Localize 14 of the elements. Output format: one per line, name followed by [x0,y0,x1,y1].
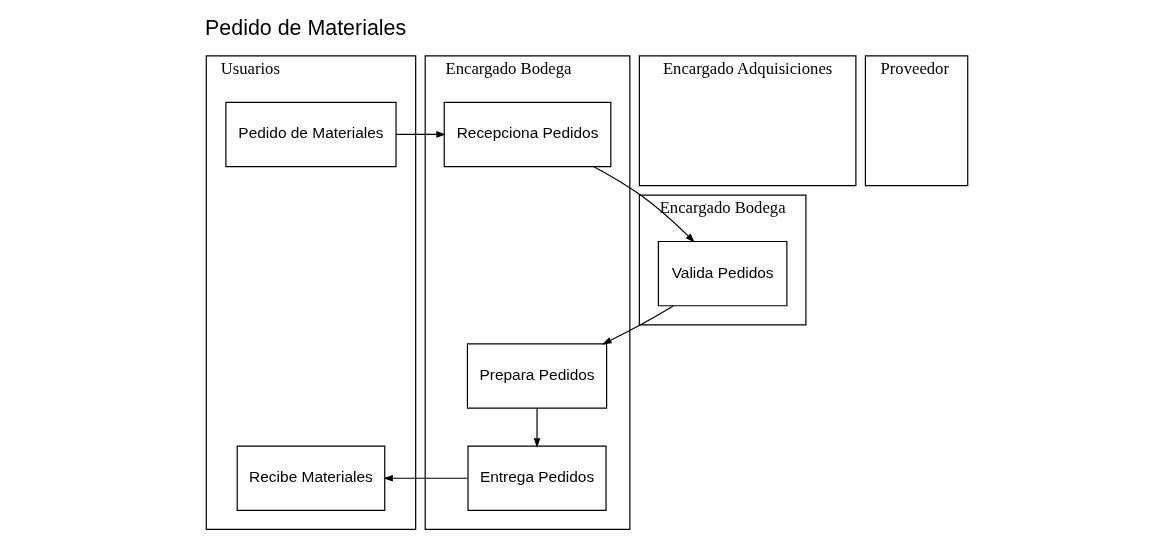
arrow [601,305,674,345]
node-box: Recibe Materiales [236,445,385,511]
node-box: Pedido de Materiales [224,101,397,168]
arrow [592,166,695,243]
node-box: Entrega Pedidos [466,445,607,511]
node-box: Encargado Adquisiciones [638,55,856,187]
node-box: Prepara Pedidos [466,343,607,409]
node-box: Valida Pedidos [657,240,787,307]
node-box: Proveedor [864,55,968,187]
diagram-title: Pedido de Materiales [204,15,406,40]
arrow [382,474,468,482]
node-box: Recepciona Pedidos [443,101,611,168]
arrow [395,131,446,138]
arrow [533,407,540,448]
